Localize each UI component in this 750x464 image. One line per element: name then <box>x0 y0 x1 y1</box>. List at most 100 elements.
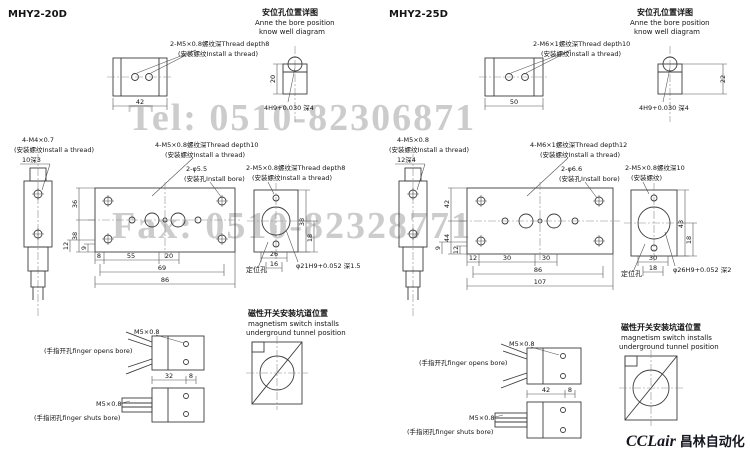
magnet-title-en2: underground tunnel position <box>619 343 719 351</box>
main-dim-v-small2: 9 <box>434 246 442 250</box>
main-dim-row2: 69 <box>158 264 166 272</box>
main-bore-install-note: (安装孔Install bore) <box>184 174 245 183</box>
main-dim-row3: 86 <box>161 276 169 284</box>
side-depth-note: 12深4 <box>397 155 416 164</box>
main-install-note: (安装螺纹Install a thread) <box>540 150 620 159</box>
main-dim-v-small: 9 <box>80 246 88 250</box>
detail-title-en1: Anne the bore position <box>255 19 335 27</box>
magnet-title-cn: 磁性开关安装坑道位置 <box>621 322 701 332</box>
main-bore-note: 2-φ5.5 <box>186 165 207 173</box>
open-bore-note: (手指开孔finger opens bore) <box>419 358 507 367</box>
top-install-note: (安装螺纹Install a thread) <box>541 49 621 58</box>
shut-dim-b: 8 <box>189 372 193 380</box>
shut-dim-a: 42 <box>542 386 550 394</box>
main-dim-row1a: 8 <box>97 252 101 260</box>
main-dim-row1a: 12 <box>469 254 477 262</box>
end-dim-height: 43 <box>677 220 685 228</box>
detail-bore-note: 4H9+0.030 深4 <box>639 103 689 112</box>
brand-latin: CCLair <box>626 433 676 450</box>
top-view: 2-M5×0.8螺纹深Thread depth8 (安装螺纹Install a … <box>107 39 269 110</box>
main-dim-v-bottom: 44 <box>443 234 451 242</box>
main-dim-v-small: 12 <box>452 246 460 254</box>
magnet-title-en1: magnetism switch installs <box>621 334 712 342</box>
panel-mhy2-25d: MHY2-25D 安位孔位置详图 Anne the bore position … <box>389 7 731 439</box>
fingers-shut-detail: 42 8 M5×0.8 (手指闭孔finger shuts bore) <box>407 386 582 439</box>
positioning-bore-note: φ21H9+0.052 深1.5 <box>296 261 361 270</box>
side-thread-note: 4-M5×0.8 <box>397 136 429 144</box>
shut-bore-note: (手指闭孔finger shuts bore) <box>407 427 493 436</box>
positioning-bore-label: 定位孔 <box>621 269 642 278</box>
main-dim-v-top: 42 <box>443 200 451 208</box>
main-dim-row1b: 55 <box>127 252 135 260</box>
end-dim-b1: 30 <box>649 254 657 262</box>
side-depth-note: 10深3 <box>22 155 41 164</box>
end-dim-b2: 18 <box>649 264 657 272</box>
fingers-open-detail: M5×0.8 (手指开孔finger opens bore) <box>44 328 205 375</box>
detail-title-en1: Anne the bore position <box>630 19 710 27</box>
detail-title-cn: 安位孔位置详图 <box>262 7 318 17</box>
main-bore-note: 2-φ6.6 <box>561 165 582 173</box>
end-view: 43 18 30 18 φ26H9+0.052 深2 定位孔 <box>621 183 731 278</box>
front-view: 4-M5×0.8螺纹深Thread depth10 (安装螺纹Install a… <box>62 140 345 288</box>
port-install-note: (安装螺纹) <box>631 173 662 182</box>
detail-title-en2: know well diagram <box>634 28 700 36</box>
left-side-view: 4-M5×0.8 (安装螺纹Install a thread) 12深4 <box>389 136 469 316</box>
watermark-tel: Tel: 0510-82306871 <box>128 97 477 139</box>
left-side-view: 4-M4×0.7 (安装螺纹Install a thread) 10深3 <box>14 136 94 316</box>
top-view: 2-M6×1螺纹深Thread depth10 (安装螺纹Install a t… <box>479 39 630 110</box>
watermark-fax: Fax: 0510-82328771 <box>112 205 473 247</box>
main-dim-row2: 86 <box>534 266 542 274</box>
bore-position-detail: 安位孔位置详图 Anne the bore position know well… <box>255 7 335 122</box>
end-dim-side: 18 <box>685 236 693 244</box>
main-install-note: (安装螺纹Install a thread) <box>165 150 245 159</box>
brand-cn: 昌林自动化 <box>679 435 745 450</box>
detail-side-dim: 22 <box>719 75 727 83</box>
end-dim-b1: 26 <box>270 250 278 258</box>
end-view: 38 18 26 16 φ21H9+0.052 深1.5 定位孔 <box>246 183 361 274</box>
end-dim-height: 38 <box>298 218 306 226</box>
magnet-title-en1: magnetism switch installs <box>248 320 339 328</box>
panel-mhy2-20d: MHY2-20D 安位孔位置详图 Anne the bore position … <box>8 7 361 423</box>
main-dim-v-small2: 12 <box>62 242 70 250</box>
shut-thread-note: M5×0.8 <box>96 400 122 408</box>
top-thread-note: 2-M5×0.8螺纹深Thread depth8 <box>170 39 269 48</box>
top-width-dim: 50 <box>510 98 518 106</box>
port-install-note: (安装螺纹Install a thread) <box>252 173 332 182</box>
model-label: MHY2-25D <box>389 9 448 20</box>
main-dim-v-top: 36 <box>71 200 79 208</box>
open-thread-note: M5×0.8 <box>134 328 160 336</box>
open-thread-note: M5×0.8 <box>509 340 535 348</box>
magnet-switch-detail: 磁性开关安装坑道位置 magnetism switch installs und… <box>246 308 346 410</box>
main-dim-row3: 107 <box>534 278 546 286</box>
shut-bore-note: (手指闭孔finger shuts bore) <box>34 413 120 422</box>
main-thread-note: 4-M6×1螺纹深Thread depth12 <box>530 140 627 149</box>
model-label: MHY2-20D <box>8 9 67 20</box>
main-dim-row1c: 30 <box>542 254 550 262</box>
side-install-note: (安装螺纹Install a thread) <box>389 145 469 154</box>
brand-logo: CCLair 昌林自动化 <box>626 431 745 451</box>
main-bore-install-note: (安装孔Install bore) <box>559 174 620 183</box>
top-install-note: (安装螺纹Install a thread) <box>178 49 258 58</box>
end-dim-b2: 16 <box>270 260 278 268</box>
positioning-bore-note: φ26H9+0.052 深2 <box>673 265 731 274</box>
main-dim-row1b: 30 <box>503 254 511 262</box>
front-view: 4-M6×1螺纹深Thread depth12 (安装螺纹Install a t… <box>434 140 685 290</box>
main-dim-row1c: 20 <box>165 252 173 260</box>
open-bore-note: (手指开孔finger opens bore) <box>44 346 132 355</box>
port-note: 2-M5×0.8螺纹深Thread depth8 <box>246 163 345 172</box>
shut-dim-a: 32 <box>165 372 173 380</box>
detail-side-dim: 20 <box>269 75 277 83</box>
fingers-shut-detail: 32 8 M5×0.8 (手指闭孔finger shuts bore) <box>34 372 205 423</box>
magnet-switch-detail: 磁性开关安装坑道位置 magnetism switch installs und… <box>619 322 719 426</box>
shut-thread-note: M5×0.8 <box>469 414 495 422</box>
bore-position-detail: 安位孔位置详图 Anne the bore position know well… <box>630 7 727 122</box>
magnet-title-en2: underground tunnel position <box>246 329 346 337</box>
shut-dim-b: 8 <box>568 386 572 394</box>
detail-bore-note: 4H9+0.030 深4 <box>264 103 314 112</box>
side-thread-note: 4-M4×0.7 <box>22 136 54 144</box>
positioning-bore-label: 定位孔 <box>246 265 267 274</box>
end-dim-side: 18 <box>306 234 314 242</box>
top-thread-note: 2-M6×1螺纹深Thread depth10 <box>533 39 630 48</box>
side-install-note: (安装螺纹Install a thread) <box>14 145 94 154</box>
